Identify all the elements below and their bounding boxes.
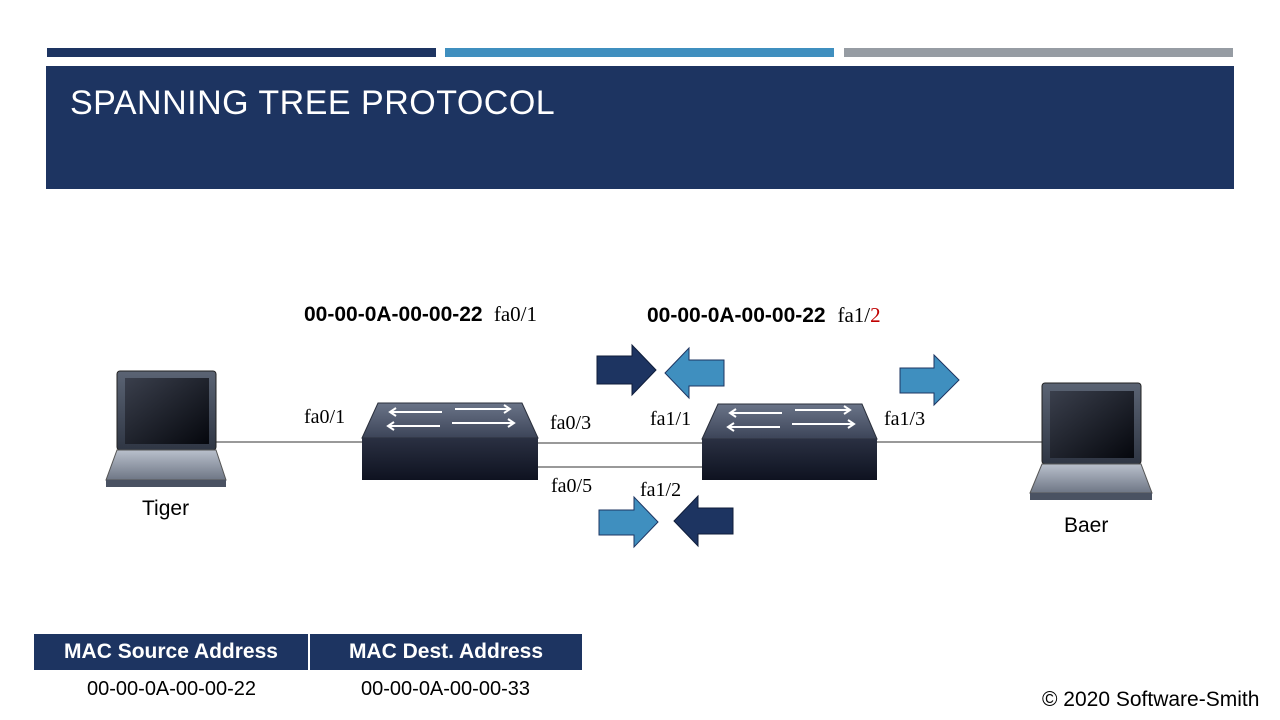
port-label-fa1-1: fa1/1	[650, 408, 691, 430]
arrow-left-light-top	[664, 346, 725, 400]
host-label-tiger: Tiger	[142, 497, 189, 520]
port-label-tiger-fa0-1: fa0/1	[304, 406, 345, 428]
laptop-tiger-icon	[105, 370, 227, 487]
frame-label-left-port: fa0/1	[494, 302, 537, 326]
copyright-text: © 2020 Software-Smith	[1042, 688, 1260, 711]
port-label-fa0-5: fa0/5	[551, 475, 592, 497]
port-label-fa1-3: fa1/3	[884, 408, 925, 430]
frame-label-right-mac: 00-00-0A-00-00-22	[647, 304, 826, 327]
port-label-fa1-2: fa1/2	[640, 479, 681, 501]
top-bar-gray	[844, 48, 1233, 57]
arrow-left-dark-bottom	[673, 494, 734, 548]
table-row: 00-00-0A-00-00-22 00-00-0A-00-00-33	[34, 670, 582, 702]
frame-label-left: 00-00-0A-00-00-22 fa0/1	[304, 302, 537, 326]
port-label-fa0-3: fa0/3	[550, 412, 591, 434]
mac-dest-value: 00-00-0A-00-00-33	[361, 678, 530, 700]
arrow-right-dark-top	[596, 343, 657, 397]
switch-2-icon	[701, 403, 878, 480]
mac-dest-header: MAC Dest. Address	[309, 634, 582, 670]
frame-label-right-port: fa1/	[837, 303, 870, 327]
top-bar-light	[445, 48, 834, 57]
host-label-baer: Baer	[1064, 514, 1108, 537]
title-banner: SPANNING TREE PROTOCOL	[46, 66, 1234, 189]
mac-address-table: MAC Source Address MAC Dest. Address 00-…	[34, 634, 582, 702]
frame-label-right-port-suffix: 2	[870, 303, 881, 327]
laptop-baer-icon	[1029, 382, 1153, 500]
switch-1-icon	[361, 402, 539, 480]
frame-label-left-mac: 00-00-0A-00-00-22	[304, 303, 483, 326]
mac-source-header: MAC Source Address	[34, 634, 310, 670]
slide-title: SPANNING TREE PROTOCOL	[70, 84, 556, 122]
arrow-right-light-bottom	[598, 495, 659, 549]
frame-label-right: 00-00-0A-00-00-22 fa1/2	[647, 303, 881, 327]
top-bar-dark	[47, 48, 436, 57]
arrow-right-light-far	[899, 353, 960, 407]
mac-source-value: 00-00-0A-00-00-22	[87, 678, 256, 700]
